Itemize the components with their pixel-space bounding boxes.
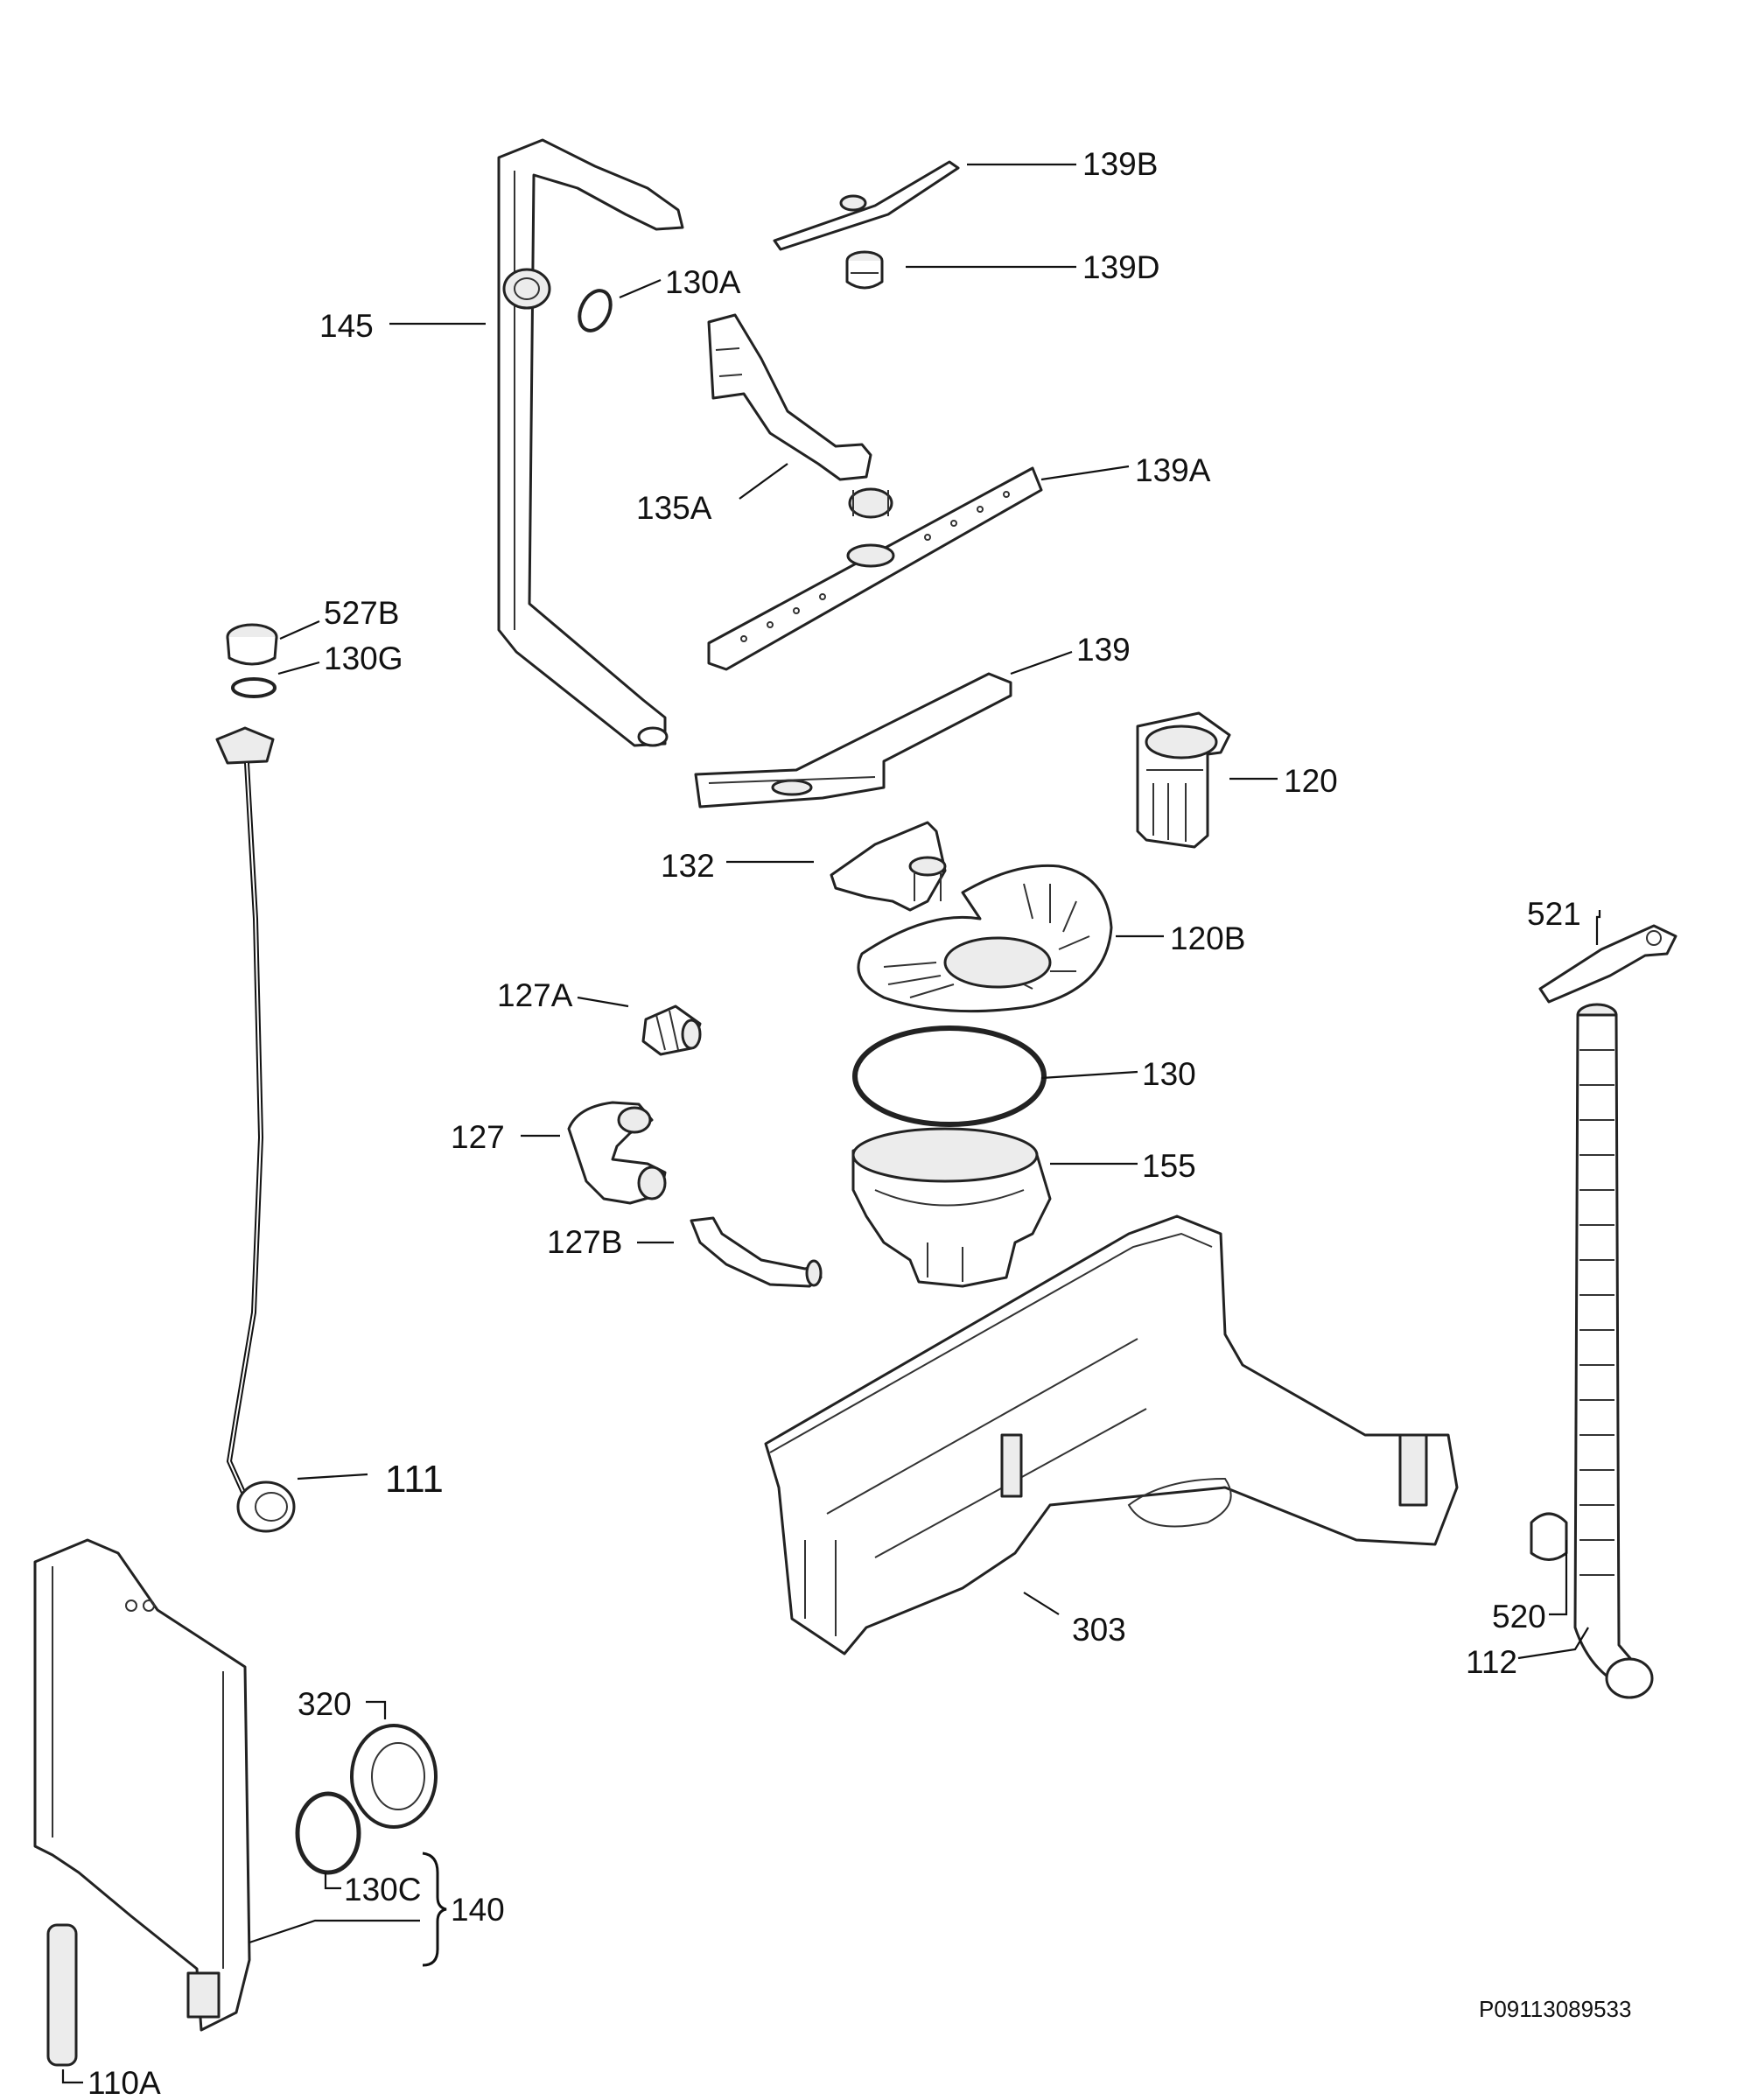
part-521-hose-clip — [1538, 924, 1677, 1004]
label-120: 120 — [1284, 763, 1338, 799]
diagram-code: P09113089533 — [1479, 1996, 1631, 2022]
part-520-hose-support — [1530, 1512, 1568, 1561]
label-132: 132 — [661, 848, 715, 884]
part-139B-top-spray-arm — [773, 160, 960, 251]
label-139A: 139A — [1135, 452, 1211, 488]
part-132-bracket — [830, 821, 947, 912]
part-130A-o-ring — [578, 289, 613, 332]
part-127B-hose — [690, 1216, 823, 1288]
label-135A: 135A — [636, 490, 712, 526]
label-127B: 127B — [547, 1224, 622, 1260]
part-130-seal-ring — [852, 1026, 1047, 1127]
part-139-spray-arm — [694, 672, 1012, 808]
part-140-air-break — [33, 1538, 251, 2032]
part-labels: 139B 139D 130A 145 135A 139A 527B 130G 1… — [88, 146, 1581, 2100]
part-127-pipe — [567, 1101, 667, 1205]
part-139D-nut — [845, 250, 884, 290]
label-130G: 130G — [324, 640, 403, 676]
label-320: 320 — [298, 1686, 352, 1722]
part-111-inlet-hose — [215, 726, 296, 1533]
label-139D: 139D — [1082, 249, 1159, 285]
part-110A-pin — [46, 1923, 78, 2067]
label-127A: 127A — [497, 977, 573, 1013]
label-130A: 130A — [665, 264, 741, 300]
label-145: 145 — [319, 308, 374, 344]
label-155: 155 — [1142, 1148, 1196, 1184]
part-135A-arm-bracket — [707, 313, 893, 519]
part-303-base-frame — [764, 1214, 1459, 1656]
label-120B: 120B — [1170, 920, 1245, 956]
part-527B-cap — [226, 623, 278, 666]
label-112: 112 — [1466, 1644, 1517, 1680]
label-111: 111 — [385, 1458, 444, 1501]
part-112-drain-hose — [1573, 1003, 1654, 1699]
label-527B: 527B — [324, 595, 399, 631]
label-130C: 130C — [344, 1872, 421, 1908]
part-145-supply-pipe — [497, 138, 684, 747]
label-140: 140 — [451, 1892, 505, 1928]
part-120B-filter-plate — [857, 864, 1113, 1013]
part-120-dispenser — [1136, 711, 1231, 849]
part-130C-o-ring — [295, 1791, 361, 1875]
part-139A-lower-spray-arm — [707, 466, 1043, 671]
label-127: 127 — [451, 1119, 505, 1155]
part-320-seal — [350, 1724, 438, 1829]
label-139: 139 — [1076, 632, 1131, 668]
leader-lines — [61, 163, 1601, 2084]
label-130: 130 — [1142, 1056, 1196, 1092]
part-127A-connector — [641, 1004, 702, 1056]
part-130G-washer — [231, 677, 277, 698]
label-139B: 139B — [1082, 146, 1158, 182]
label-520: 520 — [1492, 1599, 1546, 1634]
label-521: 521 — [1527, 896, 1581, 932]
label-303: 303 — [1072, 1612, 1126, 1648]
part-155-sump — [851, 1127, 1052, 1288]
label-110A: 110A — [88, 2065, 161, 2100]
